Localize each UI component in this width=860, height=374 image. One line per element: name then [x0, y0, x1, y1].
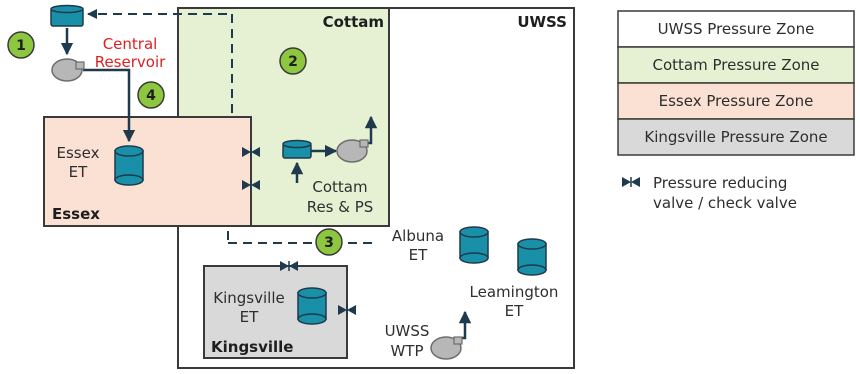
legend-valve-label: Pressure reducing	[653, 174, 787, 192]
legend-essex-label: Essex Pressure Zone	[659, 92, 814, 110]
cottam-pump-icon	[336, 139, 369, 163]
marker-2: 2	[279, 47, 307, 75]
legend-valve-label: valve / check valve	[653, 194, 797, 212]
kingsville-elevated-tank-icon	[297, 287, 327, 325]
prv-valve-icon	[242, 147, 260, 157]
marker-3: 3	[315, 228, 343, 256]
svg-text:2: 2	[288, 54, 298, 70]
albuna-et-label: ET	[409, 246, 428, 264]
essex-et-label: ET	[69, 163, 88, 181]
leamington-elevated-tank-icon	[517, 238, 547, 276]
cottam-zone-label: Cottam	[323, 13, 384, 31]
prv-valve-icon	[280, 261, 298, 271]
albuna-elevated-tank-icon	[459, 226, 489, 264]
uwss-wtp-label: UWSS	[385, 322, 430, 340]
leamington-et-label: Leamington	[470, 283, 559, 301]
uwss-zone-label: UWSS	[517, 13, 567, 31]
albuna-et-label: Albuna	[392, 227, 444, 245]
essex-zone-label: Essex	[52, 205, 100, 223]
legend-uwss-label: UWSS Pressure Zone	[658, 20, 815, 38]
svg-text:1: 1	[16, 38, 26, 54]
legend-valve-icon	[622, 177, 640, 187]
central-reservoir-label: Central	[103, 35, 158, 53]
leamington-et-label: ET	[505, 302, 524, 320]
cottam-res-label: Res & PS	[307, 198, 374, 216]
legend: UWSS Pressure Zone Cottam Pressure Zone …	[617, 10, 855, 212]
dashed-transmission-main	[87, 9, 378, 244]
svg-text:4: 4	[146, 88, 156, 104]
kingsville-et-label: Kingsville	[213, 289, 284, 307]
cottam-res-label: Cottam	[312, 178, 367, 196]
marker-1: 1	[7, 31, 35, 59]
central-reservoir-label: Reservoir	[95, 53, 166, 71]
svg-text:3: 3	[324, 235, 334, 251]
legend-kingsville-label: Kingsville Pressure Zone	[644, 128, 827, 146]
prv-valve-icon	[338, 305, 356, 315]
essex-zone	[43, 116, 252, 227]
legend-uwss-swatch	[617, 10, 855, 48]
legend-cottam-label: Cottam Pressure Zone	[653, 56, 820, 74]
kingsville-et-label: ET	[240, 308, 259, 326]
cottam-reservoir-icon	[282, 139, 312, 159]
legend-kingsville-swatch	[617, 118, 855, 156]
kingsville-zone-label: Kingsville	[211, 338, 294, 356]
uwss-wtp-pump-icon	[430, 336, 463, 360]
essex-elevated-tank-icon	[114, 145, 144, 186]
central-pump-icon	[51, 58, 85, 82]
uwss-wtp-label: WTP	[390, 342, 423, 360]
marker-4: 4	[137, 81, 165, 109]
prv-valve-icon	[242, 180, 260, 190]
legend-cottam-swatch	[617, 46, 855, 84]
central-reservoir-icon	[50, 4, 84, 27]
essex-et-label: Essex	[57, 144, 100, 162]
